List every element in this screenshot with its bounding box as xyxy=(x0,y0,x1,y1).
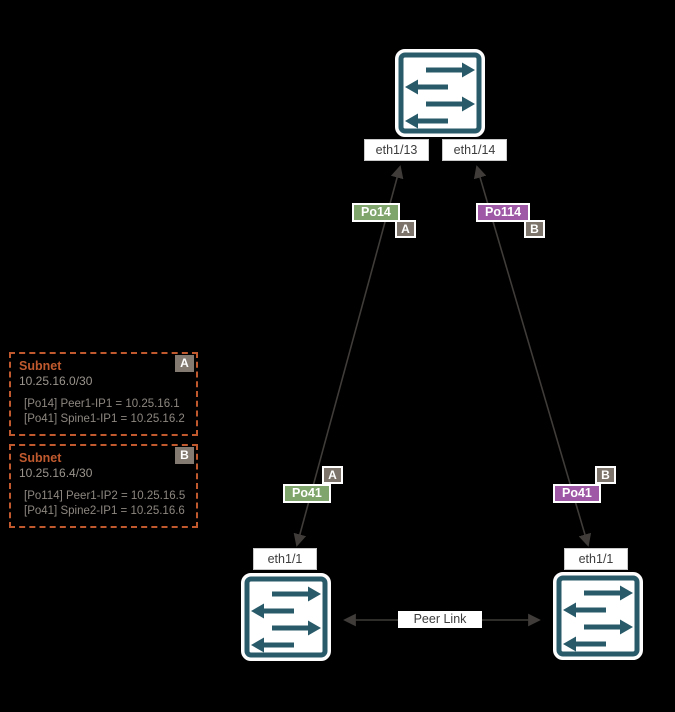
subnet-entry: [Po114] Peer1-IP2 = 10.25.16.5 xyxy=(24,490,186,502)
subnet-badge-a: A xyxy=(395,220,416,238)
subnet-badge-b: B xyxy=(595,466,616,484)
subnet-badge-b: B xyxy=(175,447,194,464)
switch-icon xyxy=(241,573,331,666)
subnet-title: Subnet xyxy=(19,359,62,373)
subnet-entry: [Po14] Peer1-IP1 = 10.25.16.1 xyxy=(24,398,180,410)
switch-icon xyxy=(395,49,485,142)
port-label-eth1-14: eth1/14 xyxy=(442,139,507,161)
subnet-entry: [Po41] Spine1-IP1 = 10.25.16.2 xyxy=(24,413,185,425)
port-channel-po114: Po114 xyxy=(476,203,531,222)
port-channel-po41-right: Po41 xyxy=(553,484,601,503)
port-label-eth1-1-right: eth1/1 xyxy=(564,548,628,570)
subnet-badge-b: B xyxy=(524,220,545,238)
subnet-title: Subnet xyxy=(19,451,62,465)
port-label-eth1-1-left: eth1/1 xyxy=(253,548,317,570)
link-line-right xyxy=(473,165,592,547)
subnet-badge-a: A xyxy=(175,355,194,372)
subnet-box-a: A Subnet 10.25.16.0/30 [Po14] Peer1-IP1 … xyxy=(9,352,198,436)
subnet-box-b: B Subnet 10.25.16.4/30 [Po114] Peer1-IP2… xyxy=(9,444,198,528)
subnet-badge-a: A xyxy=(322,466,343,484)
port-label-eth1-13: eth1/13 xyxy=(364,139,429,161)
port-channel-po41-left: Po41 xyxy=(283,484,331,503)
peer-link-label: Peer Link xyxy=(398,611,482,628)
switch-icon xyxy=(553,572,643,665)
subnet-entry: [Po41] Spine2-IP1 = 10.25.16.6 xyxy=(24,505,185,517)
subnet-entries: [Po14] Peer1-IP1 = 10.25.16.1 [Po41] Spi… xyxy=(19,397,188,427)
link-line-left xyxy=(293,165,404,547)
subnet-entries: [Po114] Peer1-IP2 = 10.25.16.5 [Po41] Sp… xyxy=(19,489,188,519)
port-channel-po14: Po14 xyxy=(352,203,400,222)
subnet-cidr: 10.25.16.0/30 xyxy=(19,374,93,388)
subnet-cidr: 10.25.16.4/30 xyxy=(19,466,93,480)
